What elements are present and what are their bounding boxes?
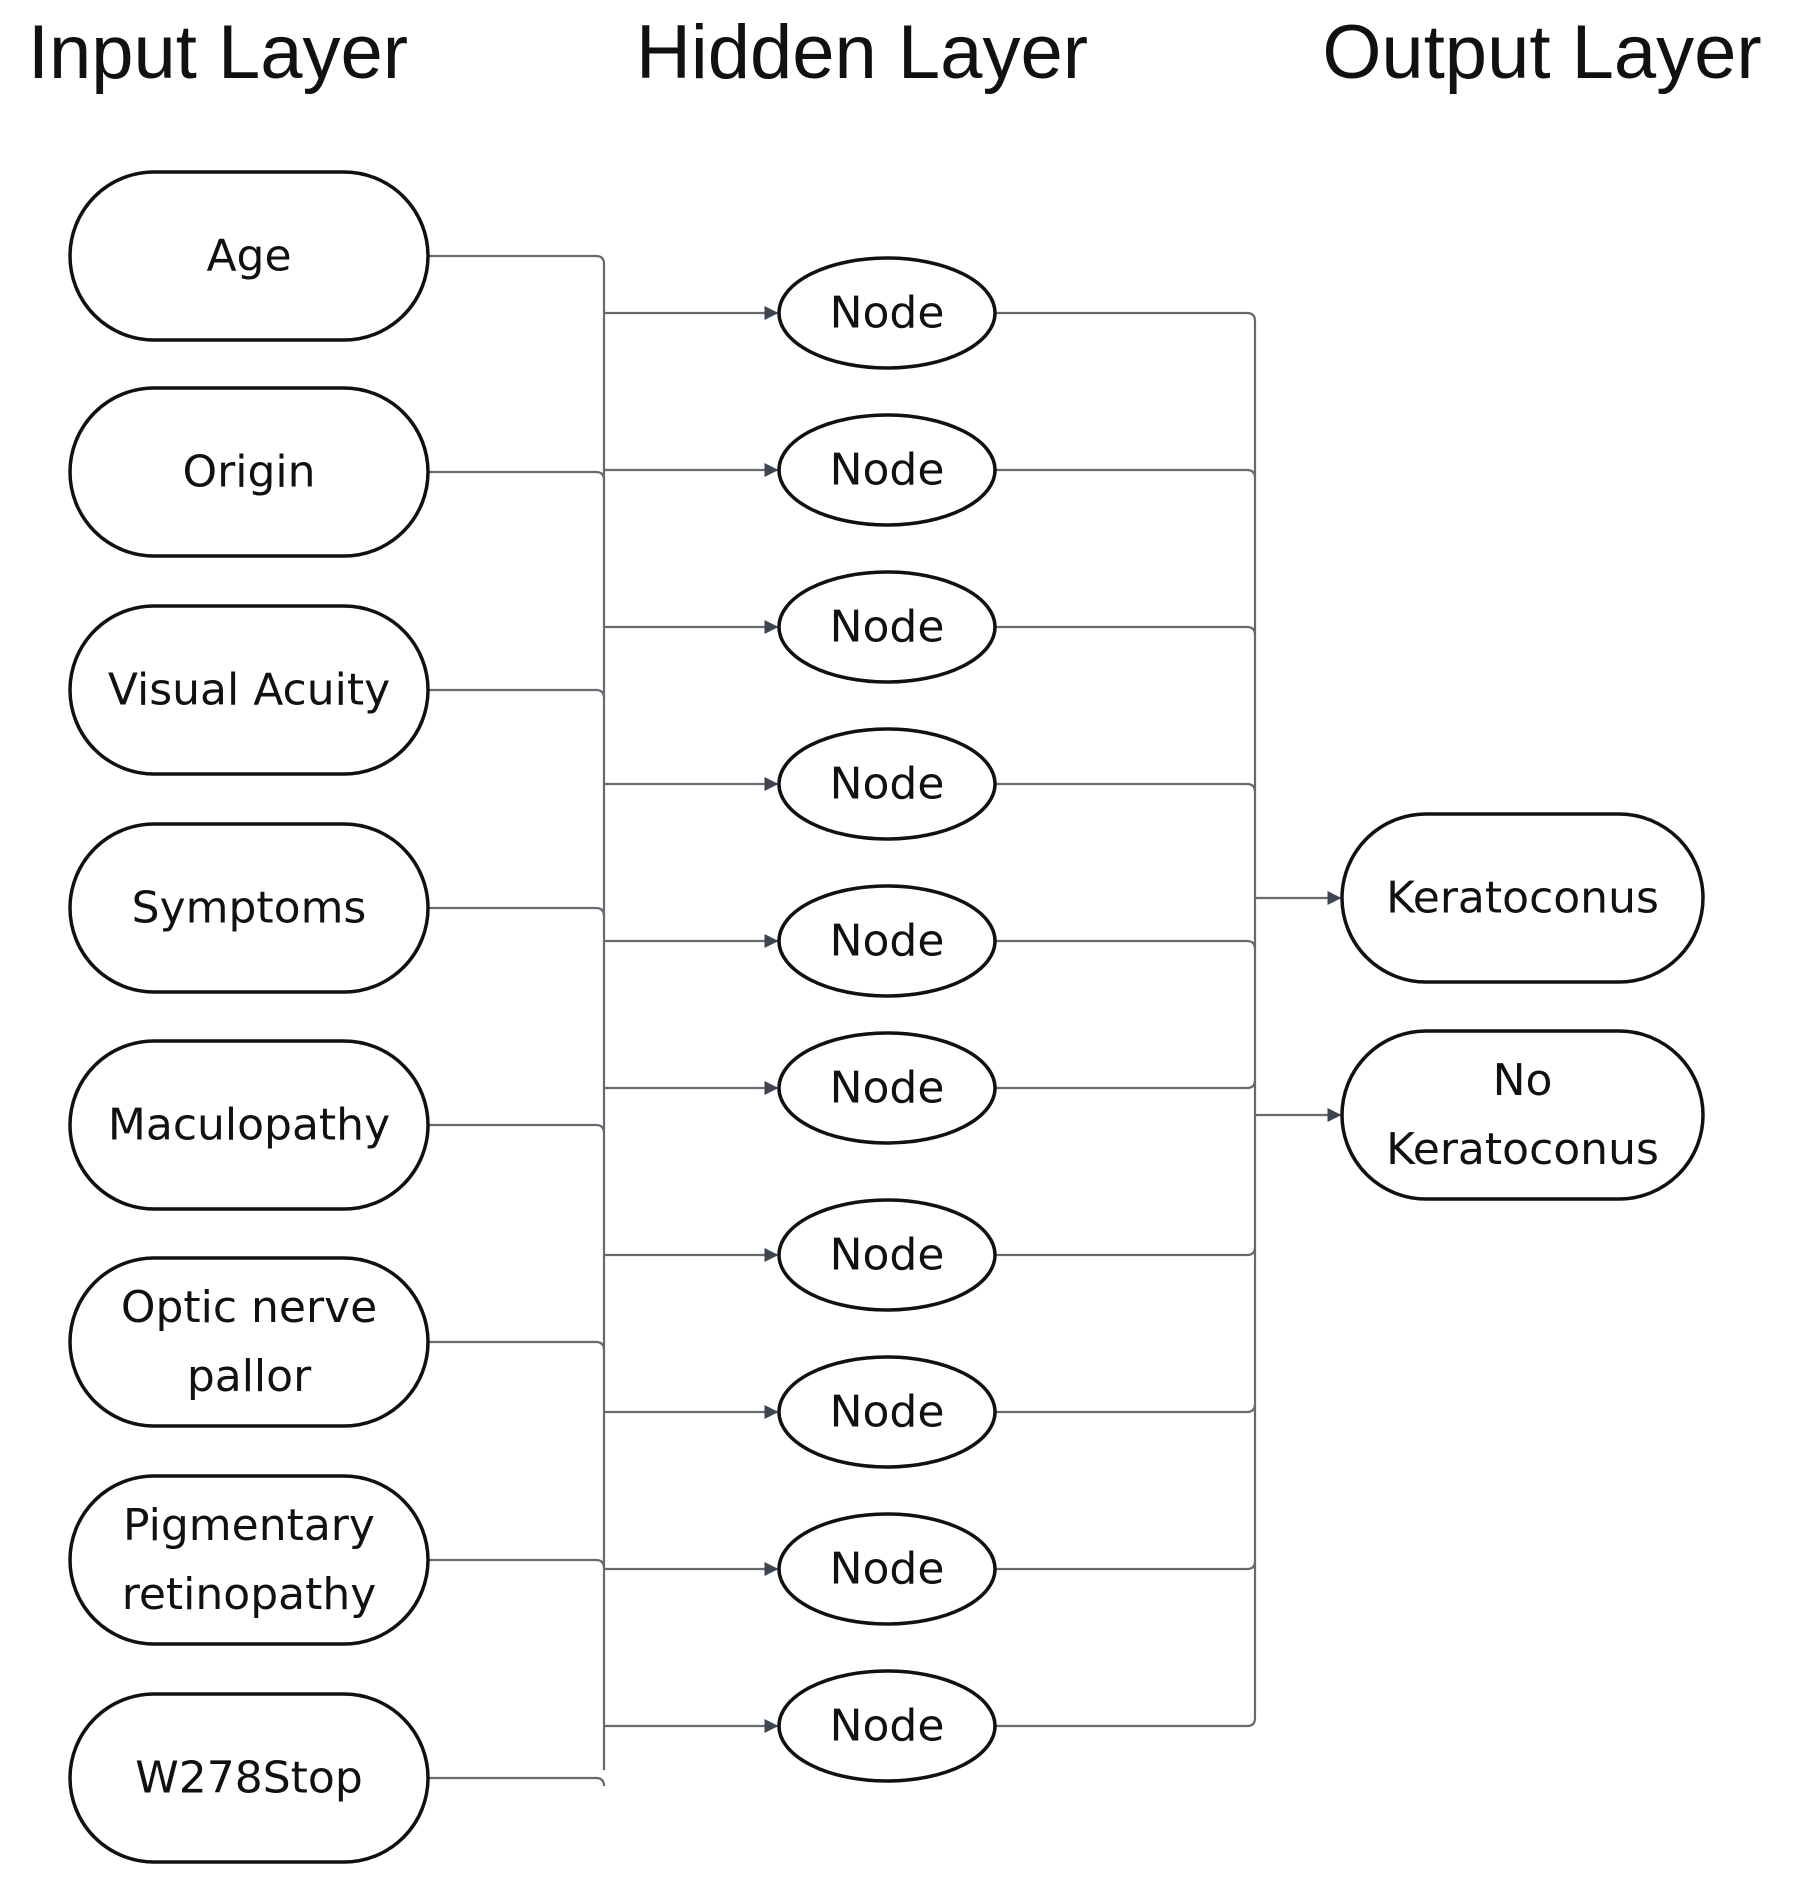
hidden-node-10: Node <box>777 1669 997 1783</box>
input-node-pigmentary-retinopathy-label: Pigmentary <box>123 1500 375 1551</box>
output-layer-title: Output Layer <box>1322 10 1761 95</box>
hidden-node-8: Node <box>777 1355 997 1469</box>
output-node-keratoconus: Keratoconus <box>1340 812 1705 984</box>
input-node-w278stop-wire <box>428 1776 606 1787</box>
hidden-node-1-label: Node <box>830 288 945 339</box>
hidden-node-7-out-wire <box>995 1246 1257 1257</box>
hidden-node-1: Node <box>777 256 997 370</box>
hidden-node-9: Node <box>777 1512 997 1626</box>
input-node-symptoms-shape <box>68 822 430 994</box>
output-node-keratoconus-shape <box>1340 812 1705 984</box>
input-layer-title: Input Layer <box>28 10 408 95</box>
input-node-origin: Origin <box>68 386 430 558</box>
hidden-node-1-shape <box>777 256 997 370</box>
input-node-pigmentary-retinopathy: Pigmentary retinopathy <box>68 1474 430 1646</box>
hidden-node-6-label: Node <box>830 1063 945 1114</box>
hidden-node-6: Node <box>777 1031 997 1145</box>
input-node-w278stop-shape <box>68 1692 430 1864</box>
hidden-node-1-out-wire <box>995 311 1257 322</box>
hidden-node-8-shape <box>777 1355 997 1469</box>
input-node-age: Age <box>68 170 430 342</box>
input-node-maculopathy-shape <box>68 1039 430 1211</box>
input-node-maculopathy: Maculopathy <box>68 1039 430 1211</box>
hidden-node-10-label: Node <box>830 1701 945 1752</box>
hidden-node-10-shape <box>777 1669 997 1783</box>
input-node-age-shape <box>68 170 430 342</box>
input-node-optic-nerve-pallor-shape <box>68 1256 430 1428</box>
input-node-origin-label: Origin <box>183 447 316 498</box>
input-node-origin-wire <box>428 470 606 481</box>
hidden-node-7-shape <box>777 1198 997 1312</box>
hidden-node-2-shape <box>777 413 997 527</box>
output-node-no-keratoconus-label: Keratoconus <box>1386 1124 1659 1175</box>
input-node-visual-acuity-label: Visual Acuity <box>108 665 390 716</box>
hidden-node-4-shape <box>777 727 997 841</box>
hidden-node-2: Node <box>777 413 997 527</box>
input-node-visual-acuity: Visual Acuity <box>68 604 430 776</box>
hidden-node-3: Node <box>777 570 997 684</box>
input-node-symptoms: Symptoms <box>68 822 430 994</box>
hidden-node-8-label: Node <box>830 1387 945 1438</box>
input-node-maculopathy-wire <box>428 1123 606 1134</box>
hidden-node-9-label: Node <box>830 1544 945 1595</box>
hidden-node-3-shape <box>777 570 997 684</box>
hidden-layer-title: Hidden Layer <box>636 10 1088 95</box>
input-node-symptoms-wire <box>428 906 606 917</box>
input-node-w278stop: W278Stop <box>68 1692 430 1864</box>
input-node-optic-nerve-pallor-label: Optic nerve <box>121 1282 377 1333</box>
output-node-no-keratoconus-label: No <box>1493 1055 1553 1106</box>
input-node-optic-nerve-pallor-label: pallor <box>187 1351 312 1402</box>
input-node-optic-nerve-pallor: Optic nerve pallor <box>68 1256 430 1428</box>
hidden-node-5-out-wire <box>995 939 1257 950</box>
input-node-pigmentary-retinopathy-label: retinopathy <box>122 1569 377 1620</box>
hidden-node-4-label: Node <box>830 759 945 810</box>
hidden-node-6-out-wire <box>995 1079 1257 1090</box>
input-node-pigmentary-retinopathy-shape <box>68 1474 430 1646</box>
input-node-optic-nerve-pallor-wire <box>428 1340 606 1351</box>
hidden-node-8-out-wire <box>995 1403 1257 1414</box>
input-node-maculopathy-label: Maculopathy <box>108 1100 390 1151</box>
output-node-no-keratoconus-shape <box>1340 1029 1705 1201</box>
hidden-node-6-shape <box>777 1031 997 1145</box>
hidden-node-10-out-wire <box>995 1717 1257 1728</box>
hidden-node-3-out-wire <box>995 625 1257 636</box>
output-node-keratoconus-label: Keratoconus <box>1386 873 1659 924</box>
input-node-pigmentary-retinopathy-wire <box>428 1558 606 1569</box>
hidden-node-7-label: Node <box>830 1230 945 1281</box>
hidden-node-3-label: Node <box>830 602 945 653</box>
hidden-node-9-shape <box>777 1512 997 1626</box>
input-node-origin-shape <box>68 386 430 558</box>
input-node-age-wire <box>428 254 606 265</box>
hidden-node-4: Node <box>777 727 997 841</box>
connection-lines <box>428 254 1342 1787</box>
hidden-node-7: Node <box>777 1198 997 1312</box>
input-node-visual-acuity-wire <box>428 688 606 699</box>
hidden-node-5-label: Node <box>830 916 945 967</box>
hidden-node-5: Node <box>777 884 997 998</box>
hidden-node-4-out-wire <box>995 782 1257 793</box>
input-node-w278stop-label: W278Stop <box>135 1753 363 1804</box>
hidden-node-2-out-wire <box>995 468 1257 479</box>
input-node-age-label: Age <box>206 231 291 282</box>
hidden-node-5-shape <box>777 884 997 998</box>
input-node-visual-acuity-shape <box>68 604 430 776</box>
hidden-node-2-label: Node <box>830 445 945 496</box>
input-node-symptoms-label: Symptoms <box>132 883 367 934</box>
hidden-node-9-out-wire <box>995 1560 1257 1571</box>
